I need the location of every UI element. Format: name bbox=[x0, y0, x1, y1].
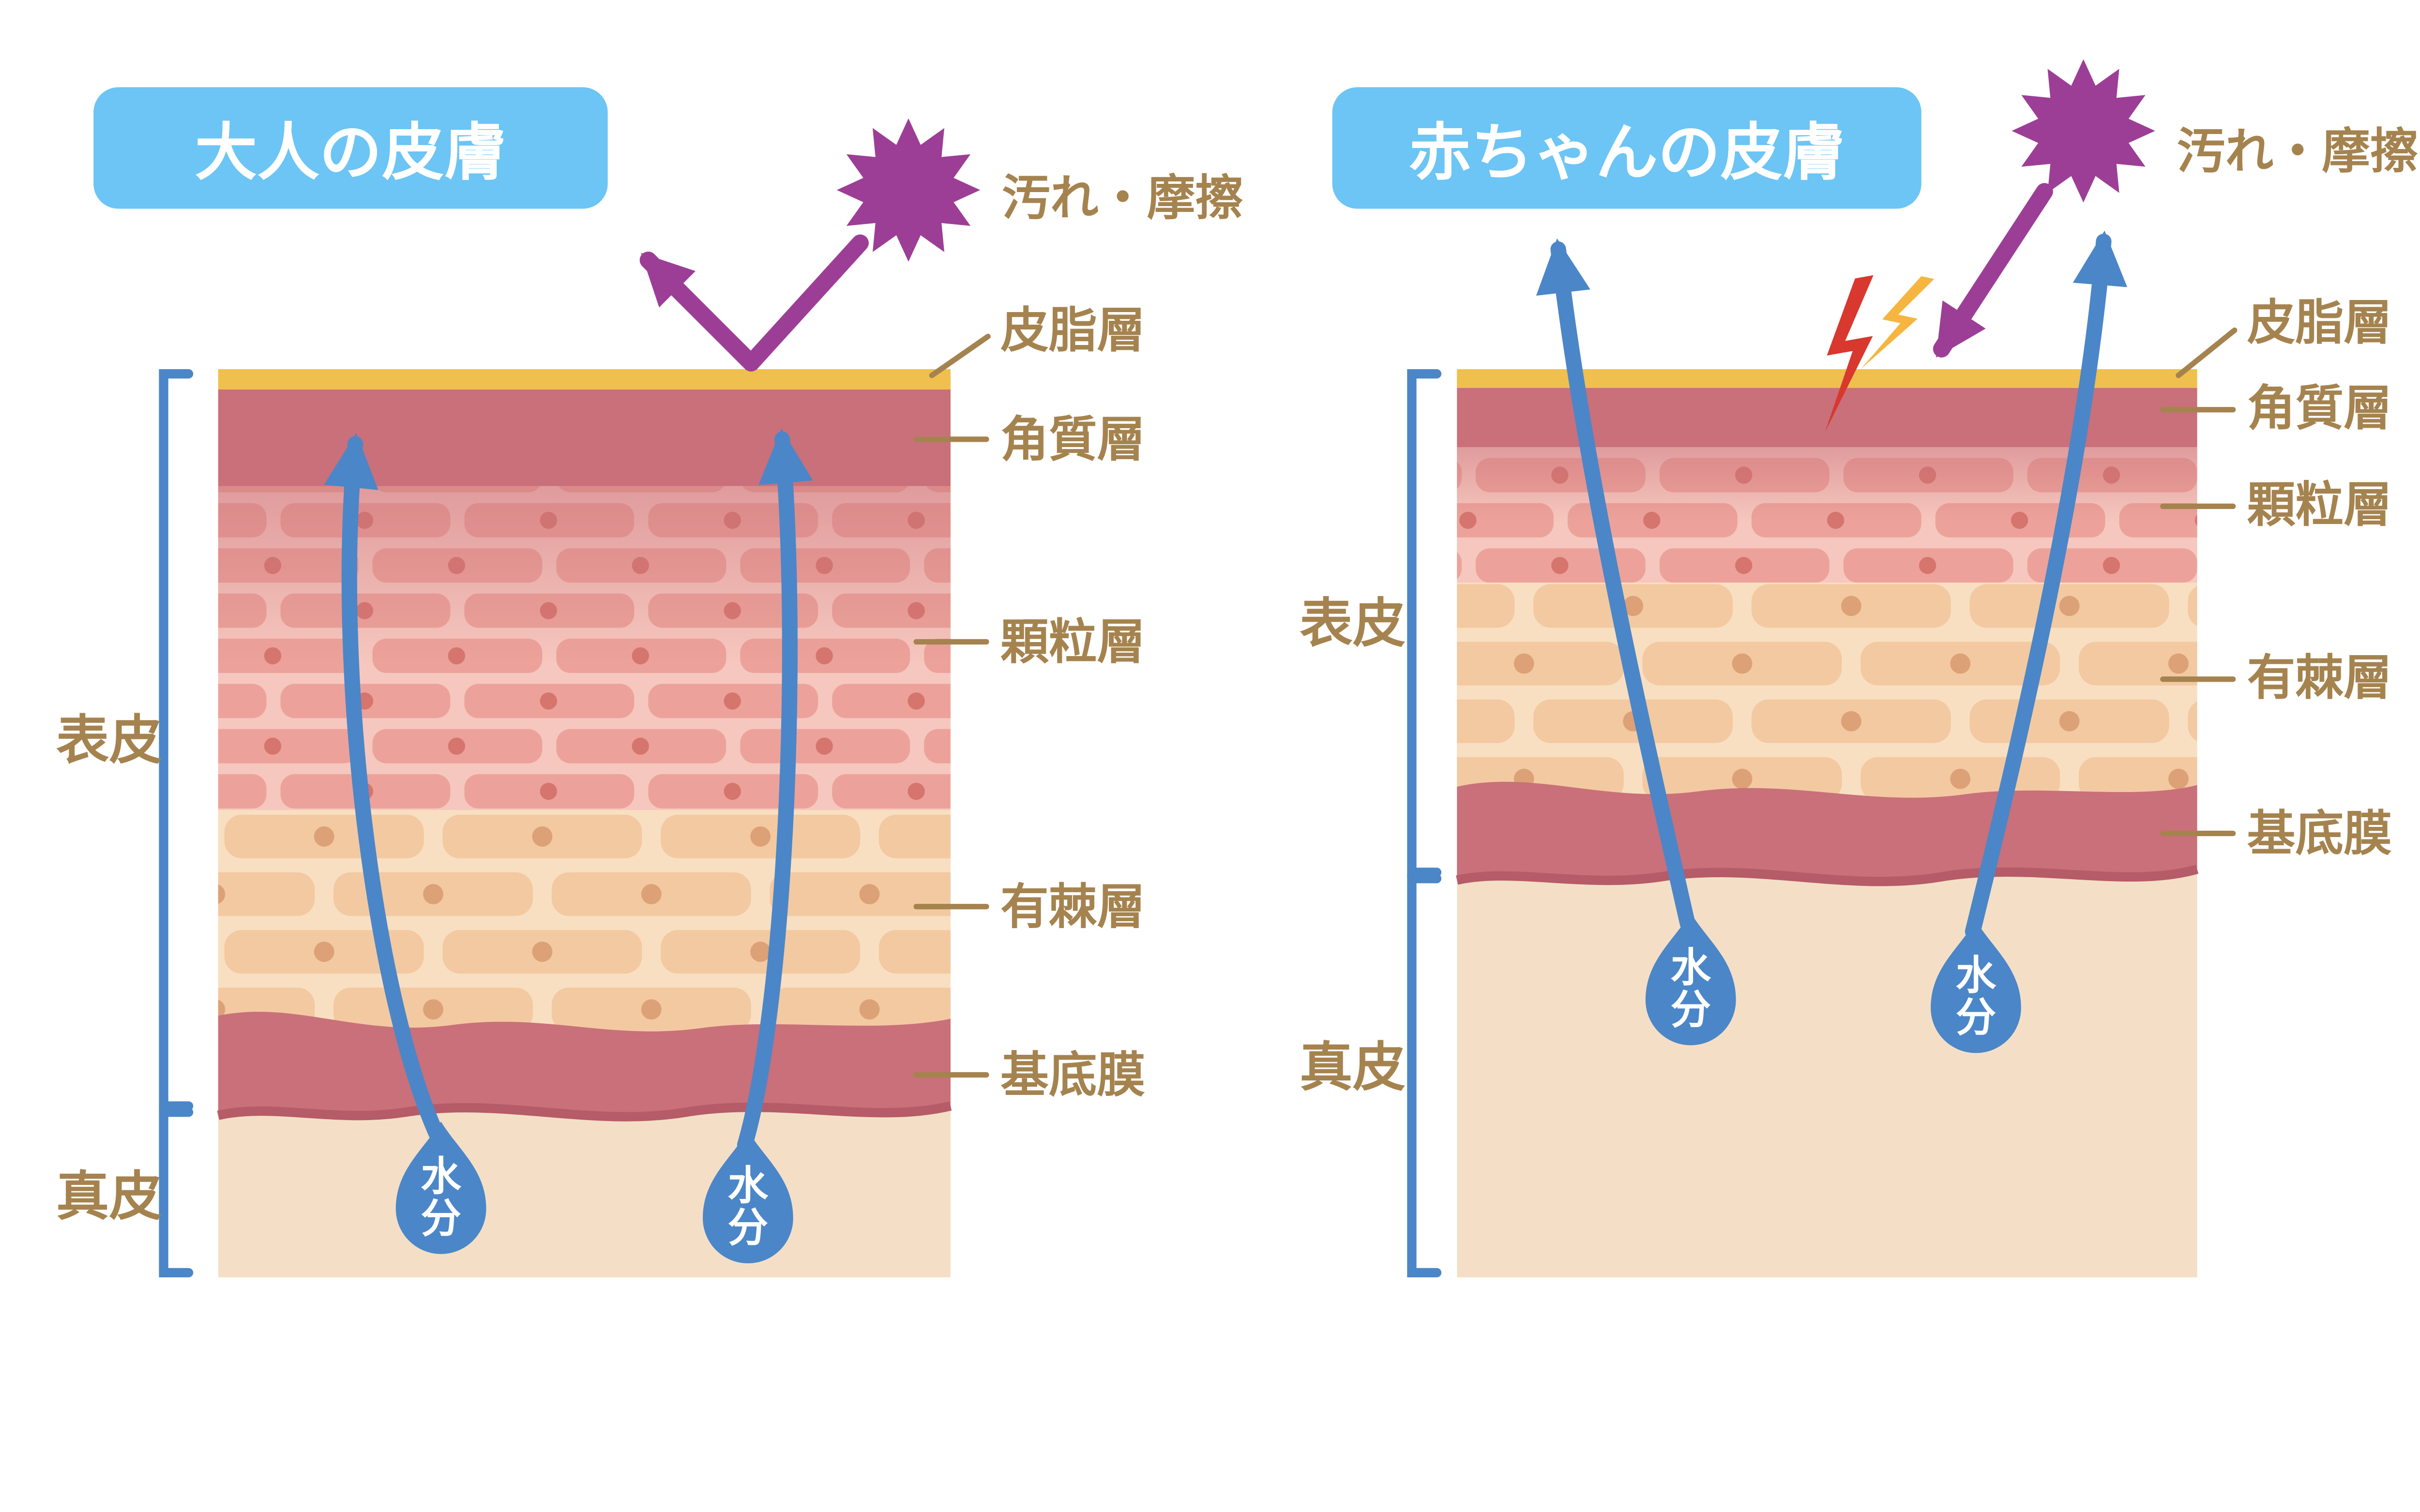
baby-skin-cross-section bbox=[1456, 369, 2199, 1278]
adult-spinous-layer bbox=[218, 810, 951, 1044]
skin-comparison-diagram: 大人の皮膚 水分 水分 汚れ・摩擦 表皮 bbox=[56, 59, 2419, 1278]
baby-basement-label: 基底膜 bbox=[2247, 805, 2392, 862]
baby-basement-membrane bbox=[1457, 781, 2197, 882]
adult-basement-label: 基底膜 bbox=[1000, 1047, 1145, 1103]
baby-dirt-burst-icon bbox=[2012, 59, 2155, 203]
baby-spinous-label: 有棘層 bbox=[2247, 649, 2392, 706]
baby-moisture-arrow-left bbox=[1536, 238, 1695, 932]
adult-spinous-label: 有棘層 bbox=[1000, 878, 1145, 935]
adult-water-drop-left: 水分 bbox=[395, 1122, 486, 1254]
baby-panel: 赤ちゃんの皮膚 水分 水分 汚れ・摩擦 bbox=[1300, 59, 2419, 1278]
baby-title-badge bbox=[1332, 87, 1921, 209]
baby-granular-shading bbox=[1457, 447, 2197, 583]
baby-water-drop-right-label: 水分 bbox=[1956, 951, 1996, 1041]
adult-dirt-label: 汚れ・摩擦 bbox=[1002, 169, 1243, 226]
baby-dermis-label: 真皮 bbox=[1300, 1036, 1406, 1098]
adult-dirt-deflect-arrow bbox=[639, 234, 869, 372]
baby-sebum-connector bbox=[2176, 327, 2238, 378]
diagram-svg: 大人の皮膚 水分 水分 汚れ・摩擦 表皮 bbox=[56, 59, 2419, 1278]
adult-title: 大人の皮膚 bbox=[195, 117, 507, 189]
adult-moisture-arrow-right bbox=[737, 428, 813, 1153]
baby-epidermis-label: 表皮 bbox=[1300, 592, 1406, 654]
baby-water-drop-left-label: 水分 bbox=[1670, 943, 1711, 1033]
adult-epidermis-label: 表皮 bbox=[56, 709, 162, 771]
adult-title-badge bbox=[93, 87, 608, 209]
baby-title: 赤ちゃんの皮膚 bbox=[1409, 117, 1845, 189]
baby-spinous-layer bbox=[1457, 583, 2197, 810]
baby-sebum-label: 皮脂層 bbox=[2247, 294, 2392, 351]
baby-epidermis-bracket bbox=[1407, 369, 1442, 877]
adult-basement-membrane bbox=[218, 1012, 951, 1117]
adult-sebum-label: 皮脂層 bbox=[1000, 302, 1145, 359]
baby-corneum-label: 角質層 bbox=[2247, 380, 2392, 436]
adult-granular-shading bbox=[218, 486, 951, 810]
baby-basement-membrane-edge bbox=[1456, 865, 2199, 886]
adult-moisture-arrow-left bbox=[324, 433, 446, 1145]
baby-dermis-bracket bbox=[1407, 874, 1442, 1278]
baby-dirt-label: 汚れ・摩擦 bbox=[2177, 123, 2419, 180]
lightning-bolt-yellow-icon bbox=[1860, 268, 1935, 380]
adult-sebum-connector bbox=[929, 333, 991, 378]
adult-corneum-label: 角質層 bbox=[1000, 411, 1145, 467]
baby-water-drop-right: 水分 bbox=[1931, 920, 2021, 1053]
adult-sebum-layer bbox=[218, 369, 951, 389]
adult-panel: 大人の皮膚 水分 水分 汚れ・摩擦 表皮 bbox=[56, 87, 1243, 1278]
adult-dermis-label: 真皮 bbox=[56, 1166, 162, 1228]
adult-water-drop-right-label: 水分 bbox=[728, 1162, 769, 1251]
adult-skin-cross-section bbox=[217, 369, 952, 1278]
adult-granular-label: 顆粒層 bbox=[1000, 614, 1145, 670]
adult-corneum-layer bbox=[218, 389, 951, 486]
baby-granular-label: 顆粒層 bbox=[2247, 477, 2392, 533]
baby-moisture-arrow-right bbox=[1965, 230, 2128, 940]
adult-dermis-bracket bbox=[159, 1108, 194, 1278]
adult-epidermis-bracket bbox=[159, 369, 194, 1111]
adult-water-drop-left-label: 水分 bbox=[421, 1153, 461, 1242]
baby-dirt-penetrate-arrow bbox=[1933, 183, 2053, 358]
baby-water-drop-left: 水分 bbox=[1645, 913, 1736, 1046]
adult-basement-membrane-edge bbox=[217, 1101, 952, 1122]
adult-water-drop-right: 水分 bbox=[703, 1131, 793, 1264]
